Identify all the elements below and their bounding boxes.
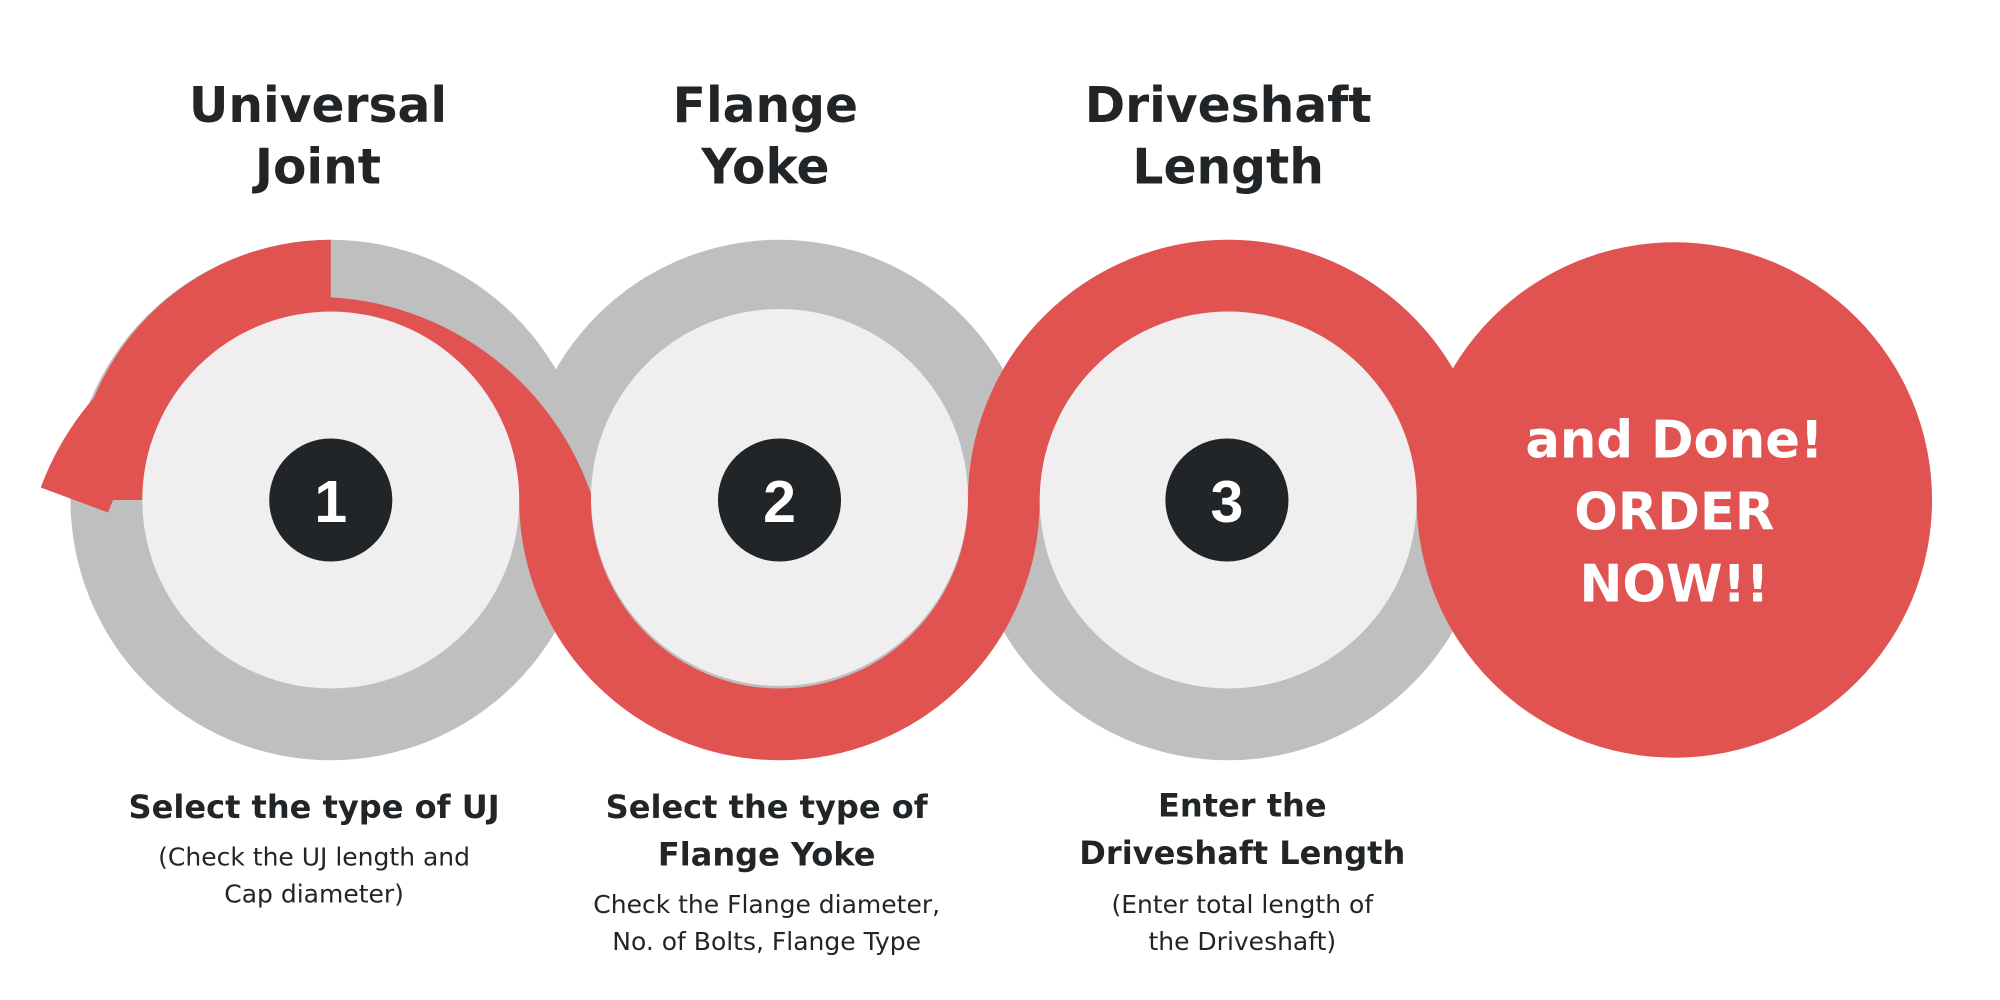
step-2-number: 2: [763, 470, 796, 535]
step-3-detail-line2: the Driveshaft): [1148, 927, 1336, 956]
step-2-detail-line2: No. of Bolts, Flange Type: [612, 927, 921, 956]
step-3-detail-line1: (Enter total length of: [1111, 890, 1374, 919]
step-3-title-line2: Length: [1132, 139, 1324, 195]
step-1-detail-line1: (Check the UJ length and: [158, 842, 470, 871]
final-line2: ORDER: [1574, 482, 1774, 542]
step-1-number: 1: [314, 470, 347, 535]
step-1-heading: Select the type of UJ: [129, 788, 500, 826]
step-1-badge: [269, 438, 393, 562]
step-2-title-line2: Yoke: [700, 139, 829, 195]
step-3-badge: [1165, 438, 1289, 562]
step-1-title-line1: Universal: [189, 78, 447, 134]
step-3-title-line1: Driveshaft: [1085, 78, 1372, 134]
final-line3: NOW!!: [1579, 554, 1769, 614]
step-2-title-line1: Flange: [673, 78, 858, 134]
step-2-heading-line2: Flange Yoke: [658, 835, 876, 873]
order-now-button[interactable]: [1416, 242, 1933, 758]
step-3-heading-line1: Enter the: [1158, 787, 1327, 825]
step-1-detail-line2: Cap diameter): [224, 880, 404, 909]
step-2-badge: [717, 438, 842, 562]
step-3-heading-line2: Driveshaft Length: [1079, 834, 1405, 872]
final-line1: and Done!: [1525, 411, 1823, 471]
step-2-detail-line1: Check the Flange diameter,: [593, 890, 940, 919]
step-1-title-line2: Joint: [252, 139, 381, 195]
progress-start: [74, 239, 331, 500]
step-2-heading-line1: Select the type of: [606, 788, 929, 826]
step-3-number: 3: [1211, 470, 1244, 535]
